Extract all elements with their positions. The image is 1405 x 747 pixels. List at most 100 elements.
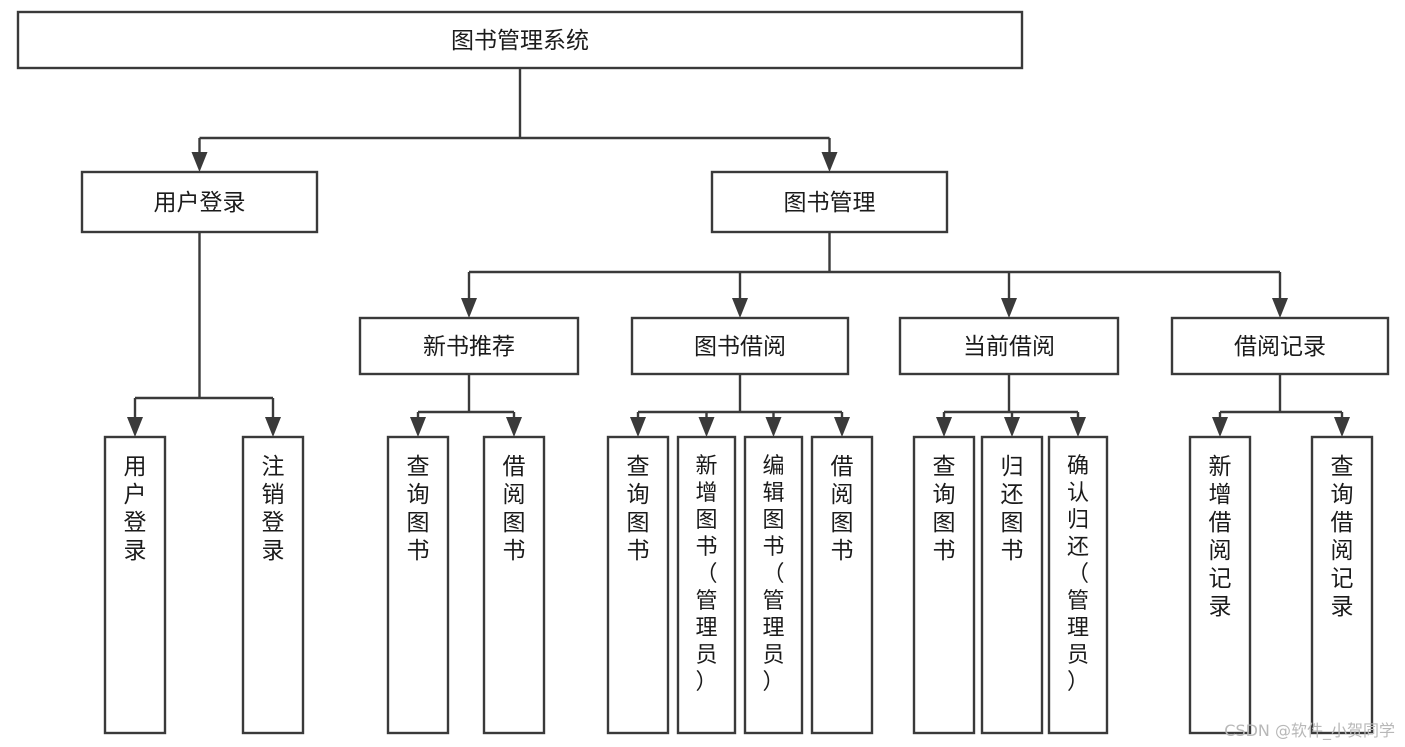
- node-label-char: 员: [762, 643, 784, 668]
- node-label-char: 查: [933, 454, 956, 480]
- node-label-char: （: [762, 562, 784, 587]
- node-leaf-borrow-book-1[interactable]: 借阅图书借阅图书: [482, 435, 546, 735]
- node-label-char: 查: [1331, 454, 1354, 480]
- arrow-head-icon: [191, 152, 208, 172]
- node-label-user-login: 用户登录: [154, 190, 246, 216]
- arrow-head-icon: [1004, 417, 1020, 437]
- node-label-char: 记: [1331, 566, 1354, 592]
- node-label-char: 图: [627, 510, 650, 536]
- node-label-char: 书: [762, 535, 784, 560]
- node-label-current-borrow: 当前借阅: [963, 334, 1055, 360]
- node-label-char: 图: [407, 510, 430, 536]
- node-label-char: 图: [503, 510, 526, 536]
- node-current-borrow[interactable]: 当前借阅: [898, 316, 1120, 376]
- node-label-char: 借: [831, 454, 854, 480]
- node-boxes: 图书管理系统用户登录用户登录用户登录注销登录注销登录图书管理新书推荐查询图书查询…: [16, 10, 1390, 735]
- node-label-char: 登: [262, 510, 285, 536]
- node-box-book-borrow: [630, 316, 850, 376]
- node-label-new-book-rec: 新书推荐: [423, 334, 515, 360]
- node-label-char: 图: [933, 510, 956, 536]
- node-label-char: 录: [1331, 594, 1354, 620]
- node-book-manage[interactable]: 图书管理: [710, 170, 949, 234]
- node-label-char: 户: [124, 482, 147, 508]
- arrow-head-icon: [821, 152, 838, 172]
- node-label-char: 管: [762, 589, 784, 614]
- node-leaf-borrow-book-2[interactable]: 借阅图书借阅图书: [810, 435, 874, 735]
- node-label-char: 书: [627, 538, 650, 564]
- node-box-current-borrow: [898, 316, 1120, 376]
- node-box-leaf-user-logout: [241, 435, 305, 735]
- node-label-char: 图: [762, 508, 784, 533]
- node-label-char: 书: [695, 535, 717, 560]
- arrow-head-icon: [765, 417, 782, 437]
- node-borrow-record[interactable]: 借阅记录: [1170, 316, 1390, 376]
- node-label-char: 记: [1209, 566, 1232, 592]
- arrow-head-icon: [410, 417, 426, 437]
- node-label-char: 询: [933, 482, 956, 508]
- node-label-char: 新: [695, 454, 717, 479]
- node-label-char: 理: [1067, 616, 1089, 641]
- node-leaf-return-book[interactable]: 归还图书归还图书: [980, 435, 1044, 735]
- node-label-char: ）: [762, 670, 784, 695]
- node-book-borrow[interactable]: 图书借阅: [630, 316, 850, 376]
- node-box-leaf-query-book-3: [912, 435, 976, 735]
- node-label-char: 管: [1067, 589, 1089, 614]
- arrow-head-icon: [1272, 298, 1288, 318]
- node-box-user-login: [80, 170, 319, 234]
- node-box-leaf-edit-book: [743, 435, 804, 735]
- node-box-leaf-borrow-book-2: [810, 435, 874, 735]
- arrow-head-icon: [630, 417, 646, 437]
- node-label-char: 图: [831, 510, 854, 536]
- node-user-login[interactable]: 用户登录: [80, 170, 319, 234]
- arrow-head-icon: [1334, 417, 1350, 437]
- node-label-char: 员: [695, 643, 717, 668]
- node-box-leaf-return-book: [980, 435, 1044, 735]
- node-leaf-query-book-1[interactable]: 查询图书查询图书: [386, 435, 450, 735]
- arrow-head-icon: [732, 298, 748, 318]
- node-box-leaf-query-book-2: [606, 435, 670, 735]
- node-label-char: ）: [1067, 670, 1089, 695]
- node-label-char: （: [695, 562, 717, 587]
- node-leaf-query-book-2[interactable]: 查询图书查询图书: [606, 435, 670, 735]
- arrow-head-icon: [834, 417, 850, 437]
- node-label-char: 阅: [831, 482, 854, 508]
- node-label-char: 新: [1209, 454, 1232, 480]
- node-leaf-query-record[interactable]: 查询借阅记录查询借阅记录: [1310, 435, 1374, 735]
- node-root[interactable]: 图书管理系统: [16, 10, 1024, 70]
- connector-lines: [127, 68, 1350, 437]
- arrow-head-icon: [127, 417, 143, 437]
- arrow-head-icon: [461, 298, 477, 318]
- node-label-char: 用: [124, 454, 147, 480]
- node-label-char: 借: [503, 454, 526, 480]
- node-label-char: 询: [627, 482, 650, 508]
- node-label-char: 归: [1067, 508, 1089, 533]
- node-label-char: 阅: [503, 482, 526, 508]
- node-box-leaf-query-record: [1310, 435, 1374, 735]
- node-leaf-add-record[interactable]: 新增借阅记录新增借阅记录: [1188, 435, 1252, 735]
- node-label-borrow-record: 借阅记录: [1234, 334, 1326, 360]
- node-label-char: 登: [124, 510, 147, 536]
- node-label-char: 查: [627, 454, 650, 480]
- node-new-book-rec[interactable]: 新书推荐: [358, 316, 580, 376]
- node-label-char: 确: [1067, 454, 1089, 479]
- node-label-char: 还: [1067, 535, 1089, 560]
- node-label-char: 阅: [1331, 538, 1354, 564]
- arrow-head-icon: [698, 417, 715, 437]
- node-label-root: 图书管理系统: [451, 28, 589, 54]
- node-label-char: 增: [1209, 482, 1232, 508]
- node-leaf-user-logout[interactable]: 注销登录注销登录: [241, 435, 305, 735]
- arrow-head-icon: [265, 417, 281, 437]
- node-label-char: 询: [407, 482, 430, 508]
- node-label-char: 录: [1209, 594, 1232, 620]
- node-box-leaf-user-login: [103, 435, 167, 735]
- node-leaf-query-book-3[interactable]: 查询图书查询图书: [912, 435, 976, 735]
- node-label-char: 录: [262, 538, 285, 564]
- node-label-char: 书: [933, 538, 956, 564]
- node-label-char: 辑: [762, 481, 784, 506]
- node-label-char: 注: [262, 454, 285, 480]
- node-label-char: 查: [407, 454, 430, 480]
